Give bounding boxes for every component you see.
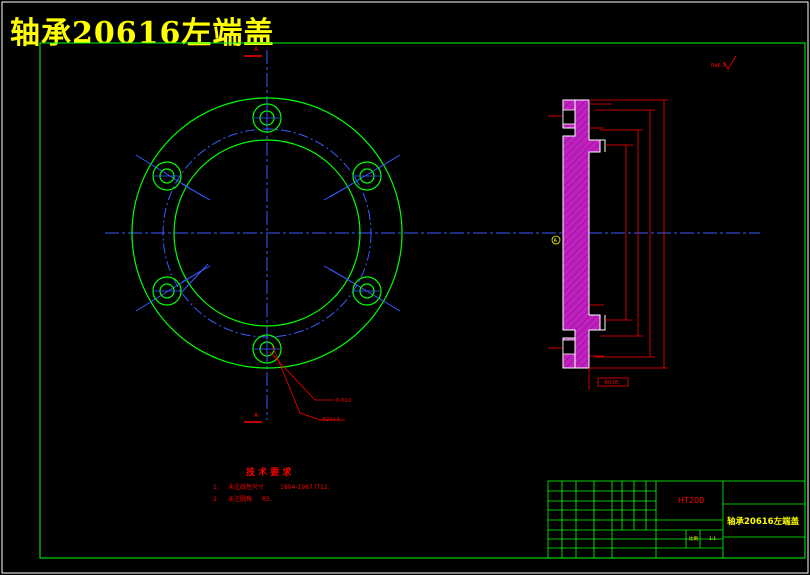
leader-label-holes: 6-Φ12	[336, 398, 351, 404]
leader-label-counterbore: Φ24×4	[322, 417, 340, 423]
tech-req-item2-num: 2.	[213, 496, 219, 503]
inner-bore-circle	[173, 139, 361, 327]
sheet-frame	[39, 42, 806, 559]
tech-req-item2-code: R5.	[262, 496, 272, 503]
tech-req-item1-num: 1.	[213, 484, 219, 491]
tech-req-heading: 技 术 要 求	[246, 466, 292, 478]
dimension-flatness: Φ0.05	[604, 380, 619, 386]
tech-req-item1-text: 未注线性尺寸	[228, 483, 264, 491]
tech-req-item2-text: 未注圆角	[228, 495, 252, 503]
title-block	[547, 480, 806, 559]
section-marker: A	[554, 238, 558, 244]
title-block-part-name: 轴承20616左端盖	[727, 516, 800, 527]
tech-req-item1-code: 1804-1987 IT12:	[280, 484, 330, 491]
section-mark-bottom: A	[254, 412, 259, 419]
section-mark-top: A	[254, 46, 259, 53]
section-view: Φ0.05 A	[548, 99, 668, 390]
title-block-scale-label: 比例	[689, 535, 698, 542]
front-view: A A 6-Φ12 Φ24×4	[105, 46, 760, 423]
title-block-scale-value: 1:1	[709, 536, 716, 542]
roughness-value: Ra6.3	[711, 63, 725, 69]
technical-requirements: 技 术 要 求 1. 未注线性尺寸 1804-1987 IT12: 2. 未注圆…	[213, 466, 330, 503]
roughness-symbol: Ra6.3	[711, 55, 737, 70]
drawing-title: 轴承20616左端盖	[10, 16, 275, 51]
outer-flange-circle	[131, 97, 403, 369]
title-block-material: HT200	[678, 496, 704, 505]
